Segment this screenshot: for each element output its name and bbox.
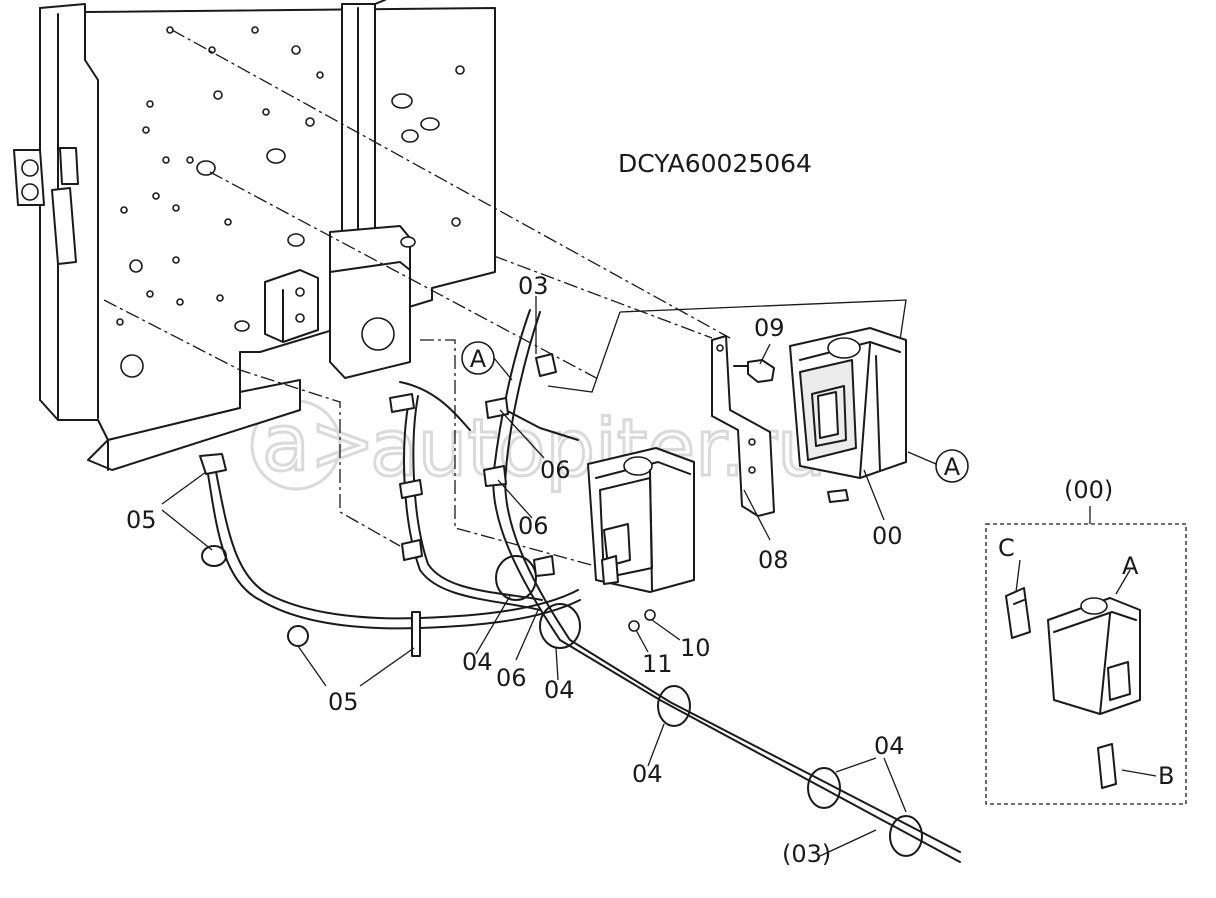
part-label-04-a: 04 xyxy=(462,648,493,676)
frame-plate xyxy=(13,0,496,471)
inset-label-b: B xyxy=(1158,762,1174,790)
part-label-06-b: 06 xyxy=(518,512,549,540)
circle-marker-a-right: A xyxy=(935,449,969,483)
leader-lines xyxy=(103,29,907,571)
svg-text:A: A xyxy=(944,453,961,481)
washer-tank-00 xyxy=(789,327,907,479)
hoses-05 xyxy=(199,381,581,657)
inset-label-c: C xyxy=(998,534,1015,562)
part-label-11: 11 xyxy=(642,650,673,678)
part-label-04-c: 04 xyxy=(632,760,663,788)
part-label-10: 10 xyxy=(680,634,711,662)
svg-text:A: A xyxy=(470,345,487,373)
label-leaders xyxy=(161,296,937,857)
part-label-09: 09 xyxy=(754,314,785,342)
inset-label-a: A xyxy=(1122,552,1139,580)
part-label-06-a: 06 xyxy=(540,456,571,484)
part-label-00: 00 xyxy=(872,522,903,550)
part-label-04-d: 04 xyxy=(874,732,905,760)
part-label-03-paren: (03) xyxy=(782,840,831,868)
part-label-04-b: 04 xyxy=(544,676,575,704)
part-label-08: 08 xyxy=(758,546,789,574)
part-label-05-a: 05 xyxy=(126,506,157,534)
part-label-03: 03 xyxy=(518,272,549,300)
inset-panel: (00) A B C xyxy=(985,476,1187,805)
part-label-06-c: 06 xyxy=(496,664,527,692)
bolt-09 xyxy=(733,359,775,383)
circle-marker-a-left: A xyxy=(461,341,495,375)
washer-tank-front xyxy=(587,447,695,593)
part-label-05-b: 05 xyxy=(328,688,359,716)
drawing-code: DCYA60025064 xyxy=(618,149,812,178)
inset-title: (00) xyxy=(1064,476,1113,504)
washers-10-11 xyxy=(628,489,849,632)
bracket-08 xyxy=(711,335,775,517)
